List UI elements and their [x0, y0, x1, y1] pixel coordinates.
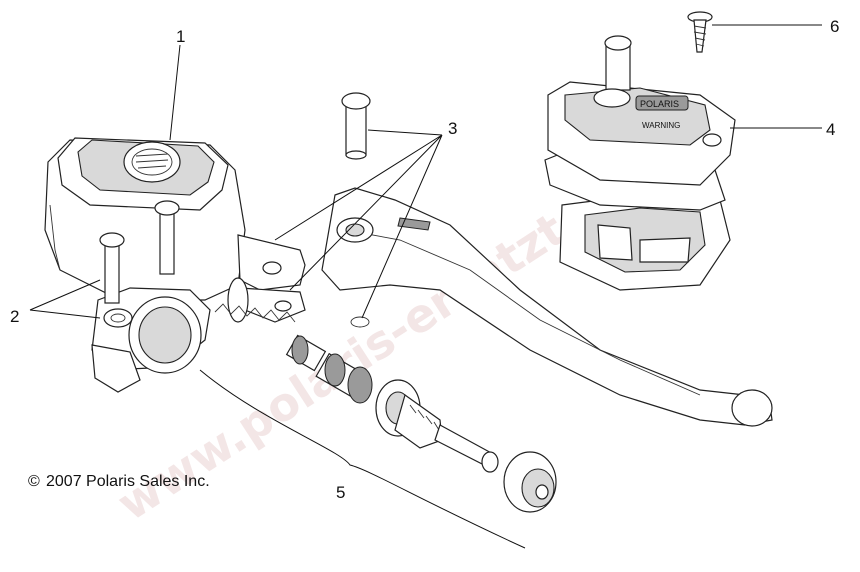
copyright-notice: © 2007 Polaris Sales Inc.	[28, 473, 210, 490]
callout-1: 1	[176, 27, 185, 46]
callout-labels: 1 2 3 4 5 6	[10, 17, 839, 502]
callout-4: 4	[826, 120, 835, 139]
cover-logo-text: POLARIS	[640, 99, 679, 109]
callout-2: 2	[10, 307, 19, 326]
piston-kit	[214, 303, 557, 513]
callout-3: 3	[448, 119, 457, 138]
pivot-pin	[341, 92, 371, 328]
leader-lines	[29, 24, 822, 549]
reservoir-cover: POLARIS WARNING	[544, 35, 736, 291]
callout-5: 5	[336, 483, 345, 502]
master-cylinder-body	[44, 137, 306, 393]
copyright-text: 2007 Polaris Sales Inc.	[46, 473, 210, 490]
callout-6: 6	[830, 17, 839, 36]
cover-warning-text: WARNING	[642, 121, 680, 130]
brake-lever	[321, 187, 773, 427]
clamp-screws	[99, 200, 180, 304]
cover-screw	[687, 11, 713, 53]
copyright-symbol: ©	[28, 473, 40, 490]
